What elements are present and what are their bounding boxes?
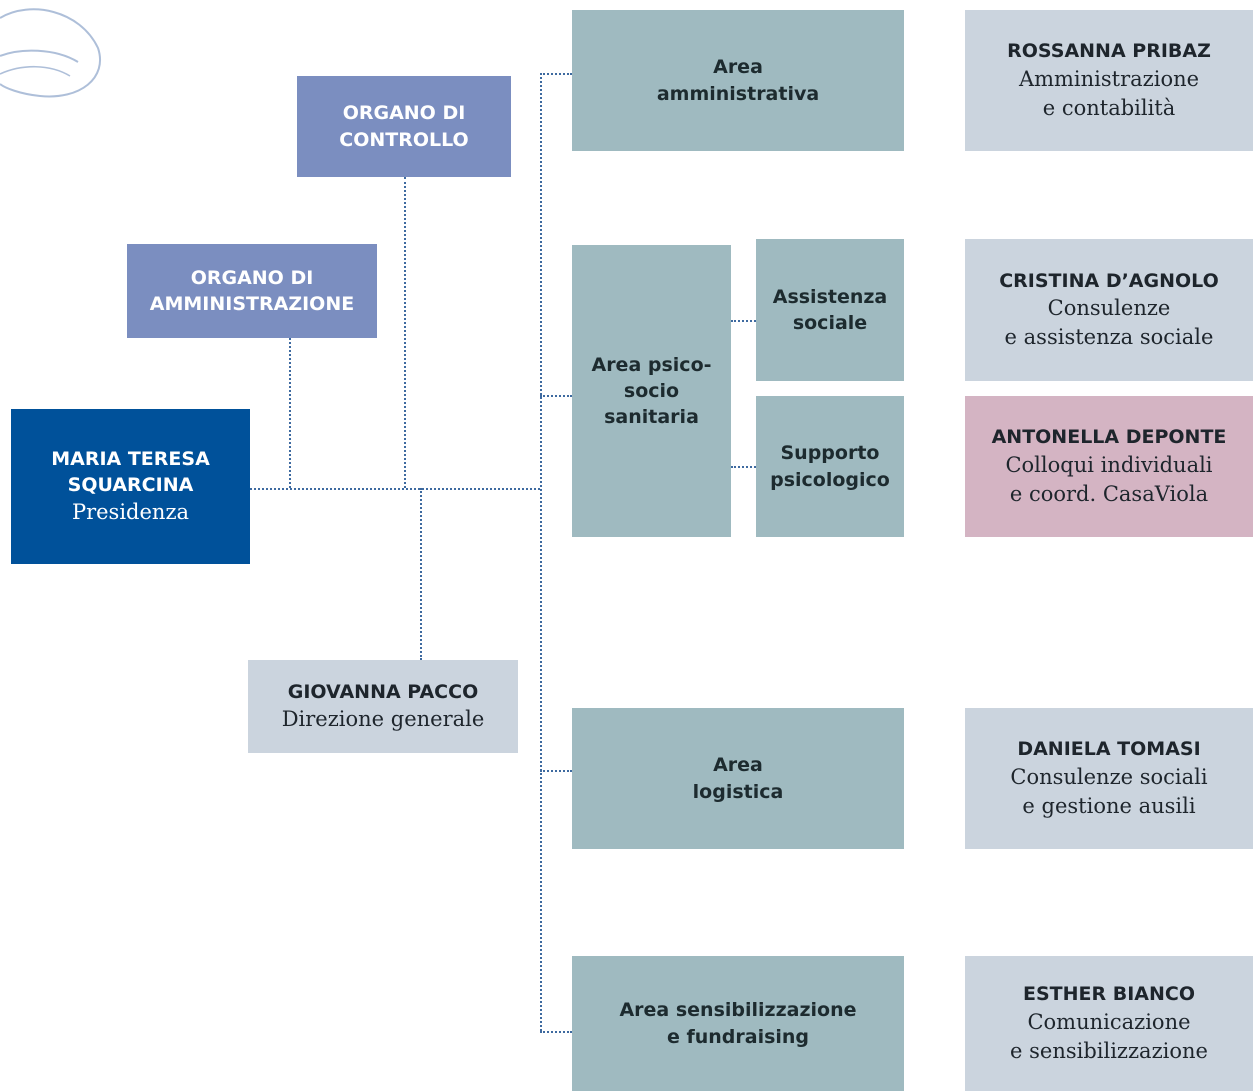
person-role-line2: e assistenza sociale xyxy=(1004,325,1214,350)
logo-outline-decoration xyxy=(0,8,101,98)
person-name: DANIELA TOMASI xyxy=(1017,738,1201,761)
person-role-line2: e contabilità xyxy=(1042,95,1176,120)
area-sensibilizzazione-label-line2: e fundraising xyxy=(666,1025,810,1048)
person-name: ANTONELLA DEPONTE xyxy=(991,426,1227,449)
area-logistica-box: Area logistica xyxy=(572,708,904,849)
person-card-bianco: ESTHER BIANCO Comunicazione e sensibiliz… xyxy=(965,956,1253,1091)
connector-direzione xyxy=(420,488,422,660)
direzione-role: Direzione generale xyxy=(281,707,485,732)
person-name: CRISTINA D’AGNOLO xyxy=(999,269,1219,292)
person-name: ROSSANNA PRIBAZ xyxy=(1007,40,1211,63)
organo-amministrazione-label: ORGANO DI AMMINISTRAZIONE xyxy=(149,266,355,315)
connector-assistenza xyxy=(731,320,756,322)
area-amministrativa-box: Area amministrativa xyxy=(572,10,904,151)
area-sensibilizzazione-label-line1: Area sensibilizzazione xyxy=(619,999,857,1022)
direzione-name: GIOVANNA PACCO xyxy=(287,680,479,703)
supporto-psicologico-box: Supporto psicologico xyxy=(756,396,904,537)
organo-amministrazione-box: ORGANO DI AMMINISTRAZIONE xyxy=(127,244,377,338)
person-role-line1: Consulenze xyxy=(1047,296,1171,321)
person-card-dagnolo: CRISTINA D’AGNOLO Consulenze e assistenz… xyxy=(965,239,1253,381)
supporto-psicologico-label: Supporto psicologico xyxy=(770,442,890,491)
connector-spine xyxy=(540,73,542,1031)
area-sensibilizzazione-box: Area sensibilizzazione e fundraising xyxy=(572,956,904,1091)
person-card-pribaz: ROSSANNA PRIBAZ Amministrazione e contab… xyxy=(965,10,1253,151)
person-role-line1: Comunicazione xyxy=(1027,1009,1191,1034)
connector-main-horizontal xyxy=(250,488,540,490)
presidenza-name: MARIA TERESA SQUARCINA xyxy=(51,447,210,497)
connector-area-psico xyxy=(540,395,572,397)
area-psico-label: Area psico-socio sanitaria xyxy=(591,353,712,429)
person-role-line1: Colloqui individuali xyxy=(1005,452,1213,477)
person-name: ESTHER BIANCO xyxy=(1022,983,1195,1006)
area-logistica-label: Area logistica xyxy=(692,754,784,803)
connector-organo-controllo xyxy=(404,177,406,488)
assistenza-sociale-label: Assistenza sociale xyxy=(772,285,888,334)
organo-controllo-box: ORGANO DI CONTROLLO xyxy=(297,76,511,177)
area-psico-box: Area psico-socio sanitaria xyxy=(572,245,731,537)
person-role-line2: e gestione ausili xyxy=(1022,793,1196,818)
person-role-line2: e sensibilizzazione xyxy=(1010,1038,1208,1063)
direzione-box: GIOVANNA PACCO Direzione generale xyxy=(248,660,518,753)
person-card-tomasi: DANIELA TOMASI Consulenze sociali e gest… xyxy=(965,708,1253,849)
area-amministrativa-label: Area amministrativa xyxy=(656,56,820,105)
organo-controllo-label: ORGANO DI CONTROLLO xyxy=(339,102,469,151)
person-role-line1: Amministrazione xyxy=(1018,66,1200,91)
connector-organo-amministrazione xyxy=(289,338,291,488)
person-role-line2: e coord. CasaViola xyxy=(1009,481,1209,506)
connector-area-sensibilizzazione xyxy=(540,1031,572,1033)
connector-area-logistica xyxy=(540,770,572,772)
person-card-deponte: ANTONELLA DEPONTE Colloqui individuali e… xyxy=(965,396,1253,537)
presidenza-box: MARIA TERESA SQUARCINA Presidenza xyxy=(11,409,250,564)
connector-supporto xyxy=(731,466,756,468)
person-role-line1: Consulenze sociali xyxy=(1010,764,1208,789)
assistenza-sociale-box: Assistenza sociale xyxy=(756,239,904,381)
presidenza-role: Presidenza xyxy=(71,500,190,525)
connector-area-amministrativa xyxy=(540,73,572,75)
